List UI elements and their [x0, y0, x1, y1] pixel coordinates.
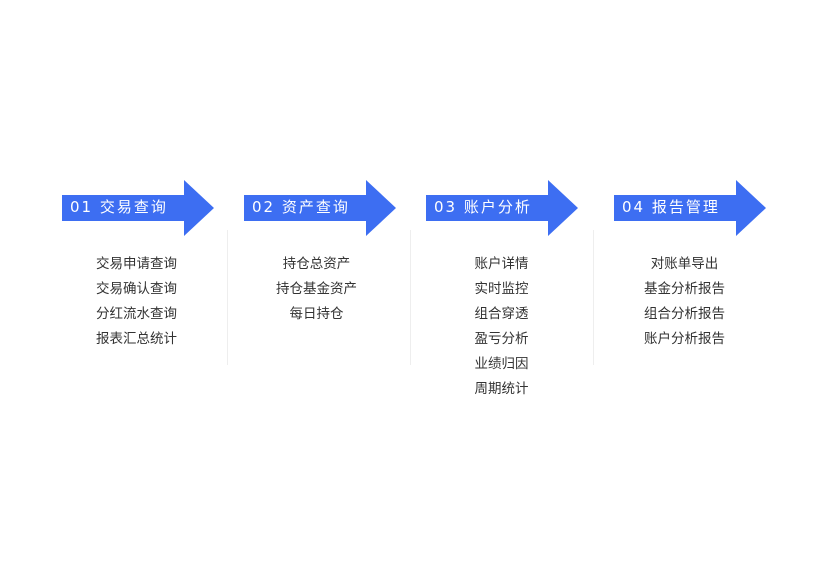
list-item: 业绩归因 [474, 356, 529, 372]
step-arrow-3: 03 账户分析 [426, 180, 581, 236]
column-divider [593, 230, 594, 365]
list-item: 盈亏分析 [474, 331, 529, 347]
list-item: 组合穿透 [474, 306, 529, 322]
step-title: 01 交易查询 [70, 198, 168, 216]
column-divider [227, 230, 228, 365]
step-item-list: 账户详情 实时监控 组合穿透 盈亏分析 业绩归因 周期统计 [419, 252, 584, 402]
list-item: 基金分析报告 [644, 281, 725, 297]
step-item-list: 交易申请查询 交易确认查询 分红流水查询 报表汇总统计 [54, 252, 219, 352]
arrow-shape-icon [614, 180, 766, 236]
step-arrow-2: 02 资产查询 [244, 180, 399, 236]
list-item: 持仓总资产 [282, 256, 351, 272]
list-item: 对账单导出 [650, 256, 719, 272]
list-item: 每日持仓 [289, 306, 344, 322]
step-arrow-1: 01 交易查询 [62, 180, 217, 236]
step-title: 04 报告管理 [622, 198, 720, 216]
list-item: 持仓基金资产 [276, 281, 357, 297]
column-divider [410, 230, 411, 365]
list-item: 实时监控 [474, 281, 529, 297]
list-item: 交易确认查询 [96, 281, 177, 297]
arrow-shape-icon [62, 180, 214, 236]
list-item: 报表汇总统计 [96, 331, 177, 347]
list-item: 分红流水查询 [96, 306, 177, 322]
step-title: 02 资产查询 [252, 198, 350, 216]
step-arrow-4: 04 报告管理 [614, 180, 769, 236]
step-item-list: 对账单导出 基金分析报告 组合分析报告 账户分析报告 [602, 252, 767, 352]
arrow-shape-icon [426, 180, 578, 236]
list-item: 账户分析报告 [644, 331, 725, 347]
step-title: 03 账户分析 [434, 198, 532, 216]
step-item-list: 持仓总资产 持仓基金资产 每日持仓 [234, 252, 399, 327]
arrow-shape-icon [244, 180, 396, 236]
list-item: 周期统计 [474, 381, 529, 397]
list-item: 交易申请查询 [96, 256, 177, 272]
list-item: 组合分析报告 [644, 306, 725, 322]
list-item: 账户详情 [474, 256, 529, 272]
